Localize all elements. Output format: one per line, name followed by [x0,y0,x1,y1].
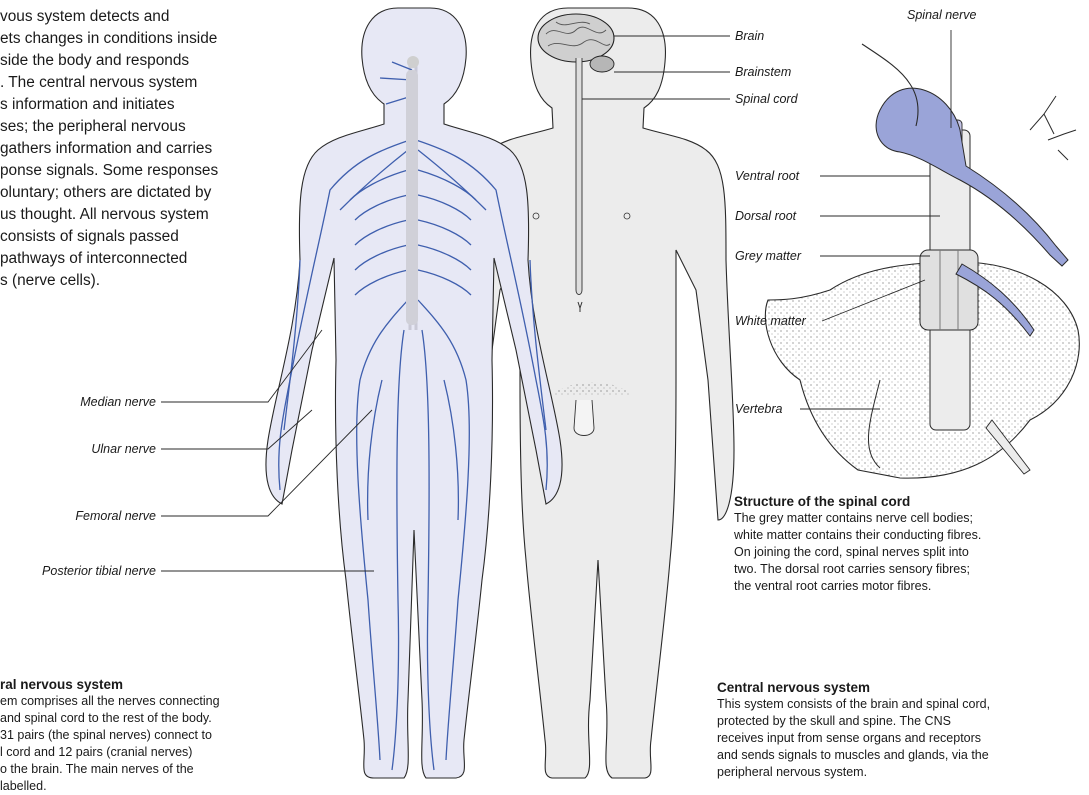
intro-line: gathers information and carries [0,138,300,160]
pns-caption-line: and spinal cord to the rest of the body. [0,710,300,727]
pns-caption: ral nervous system em comprises all the … [0,676,300,795]
intro-line: pathways of interconnected [0,248,300,270]
structure-caption-line: The grey matter contains nerve cell bodi… [734,510,1089,527]
structure-caption: Structure of the spinal cord The grey ma… [734,493,1089,595]
intro-line: s information and initiates [0,94,300,116]
intro-line: oluntary; others are dictated by [0,182,300,204]
intro-line: us thought. All nervous system [0,204,300,226]
structure-caption-line: white matter contains their conducting f… [734,527,1089,544]
brainstem-label: Brainstem [735,65,791,79]
cns-caption-title: Central nervous system [717,679,1089,696]
intro-line: . The central nervous system [0,72,300,94]
intro-line: consists of signals passed [0,226,300,248]
intro-line: ets changes in conditions inside [0,28,300,50]
intro-line: ses; the peripheral nervous [0,116,300,138]
structure-caption-title: Structure of the spinal cord [734,493,1089,510]
ulnar-nerve-label: Ulnar nerve [91,442,156,456]
structure-caption-line: the ventral root carries motor fibres. [734,578,1089,595]
dorsal-root-label: Dorsal root [735,209,796,223]
white-matter-label: White matter [735,314,806,328]
intro-line: vous system detects and [0,6,300,28]
pns-caption-line: o the brain. The main nerves of the [0,761,300,778]
median-nerve-label: Median nerve [80,395,156,409]
spinal-cord-structure [765,44,1079,478]
intro-line: ponse signals. Some responses [0,160,300,182]
cns-caption-line: receives input from sense organs and rec… [717,730,1089,747]
brain-label: Brain [735,29,764,43]
spinal-nerve-label: Spinal nerve [907,8,977,22]
grey-matter-label: Grey matter [735,249,801,263]
pns-caption-line: l cord and 12 pairs (cranial nerves) [0,744,300,761]
cns-caption-line: protected by the skull and spine. The CN… [717,713,1089,730]
pns-caption-line: 31 pairs (the spinal nerves) connect to [0,727,300,744]
intro-paragraph: vous system detects and ets changes in c… [0,6,300,292]
pns-caption-title: ral nervous system [0,676,300,693]
cns-caption-line: and sends signals to muscles and glands,… [717,747,1089,764]
femoral-nerve-label: Femoral nerve [75,509,156,523]
cns-body-figure [462,8,734,778]
intro-line: s (nerve cells). [0,270,300,292]
intro-line: side the body and responds [0,50,300,72]
posterior-tibial-nerve-label: Posterior tibial nerve [42,564,156,578]
cns-caption-line: This system consists of the brain and sp… [717,696,1089,713]
pns-caption-line: labelled. [0,778,300,795]
cns-caption-line: peripheral nervous system. [717,764,1089,781]
structure-caption-line: two. The dorsal root carries sensory fib… [734,561,1089,578]
pns-caption-line: em comprises all the nerves connecting [0,693,300,710]
cns-caption: Central nervous system This system consi… [717,679,1089,781]
structure-caption-line: On joining the cord, spinal nerves split… [734,544,1089,561]
ventral-root-label: Ventral root [735,169,799,183]
vertebra-label: Vertebra [735,402,782,416]
pns-body-figure [266,8,562,778]
spinal-cord-label: Spinal cord [735,92,798,106]
